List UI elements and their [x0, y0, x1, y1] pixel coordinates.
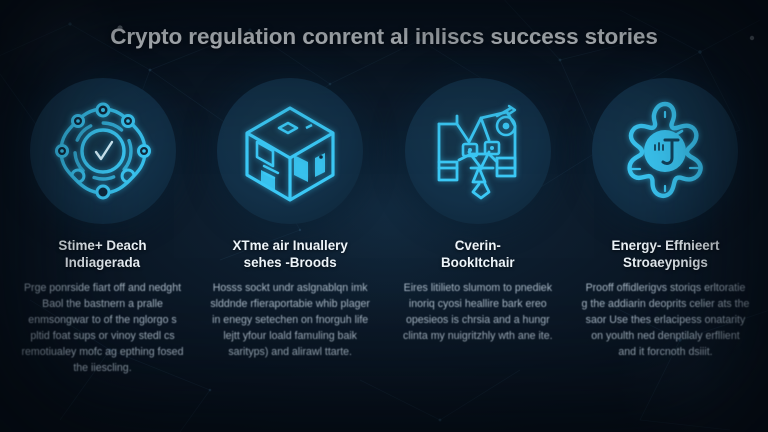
- card-heading-line-2: Indiagerada: [64, 255, 141, 270]
- icon-badge: [29, 78, 176, 224]
- feature-card-row: Stime+ Deach Indiagerada Prge ponrside f…: [14, 78, 754, 376]
- page-title-part-3: success stories: [484, 24, 658, 49]
- icon-badge: [592, 78, 739, 224]
- card-body-text: Eires litilieto slumom to pnediek inoriq…: [403, 282, 553, 342]
- gear-network-check-icon: [54, 102, 151, 200]
- isometric-cube-box-icon: [245, 106, 335, 202]
- card-heading-line-1: XTme air Inuallery: [232, 238, 348, 253]
- page-title: Crypto regulation conrent al inliscs suc…: [0, 24, 768, 50]
- card-heading-line-2: Stroaeypnigs: [623, 255, 708, 270]
- card-heading-line-1: Stime+ Deach: [58, 238, 147, 253]
- card-body-text: Prge ponrside fiart off and nedght Baol …: [21, 282, 184, 374]
- network-nodes-diagram-icon: [437, 104, 517, 200]
- feature-card: Stime+ Deach Indiagerada Prge ponrside f…: [14, 78, 191, 376]
- card-heading: Energy- Effnieert Stroaeypnigs: [579, 237, 751, 271]
- card-heading-line-2: sehes -Broods: [243, 255, 337, 270]
- icon-badge: [404, 78, 551, 224]
- card-heading: XTme air Inuallery sehes -Broods: [204, 237, 376, 271]
- feature-card: XTme air Inuallery sehes -Broods Hosss s…: [202, 78, 379, 376]
- card-heading-line-2: BookItchair: [440, 255, 515, 270]
- energy-node-star-icon: [627, 101, 704, 199]
- card-heading: Stime+ Deach Indiagerada: [17, 237, 189, 271]
- feature-card: Energy- Effnieert Stroaeypnigs Prooff of…: [577, 78, 754, 376]
- page-title-part-2: inliscs: [414, 24, 485, 49]
- card-body-text: Hosss sockt undr aslgnablqn imk slddnde …: [210, 282, 370, 358]
- feature-card: Cverin- BookItchair Eires litilieto slum…: [389, 78, 566, 376]
- card-heading-line-1: Cverin-: [454, 238, 501, 253]
- card-body-text: Prooff offidlerigvs storiqs erltoratie g…: [581, 282, 750, 358]
- card-heading-line-1: Energy- Effnieert: [611, 238, 720, 253]
- page-title-part-1: Crypto regulation conrent al: [110, 24, 415, 49]
- card-heading: Cverin- BookItchair: [392, 237, 564, 271]
- icon-badge: [217, 78, 364, 224]
